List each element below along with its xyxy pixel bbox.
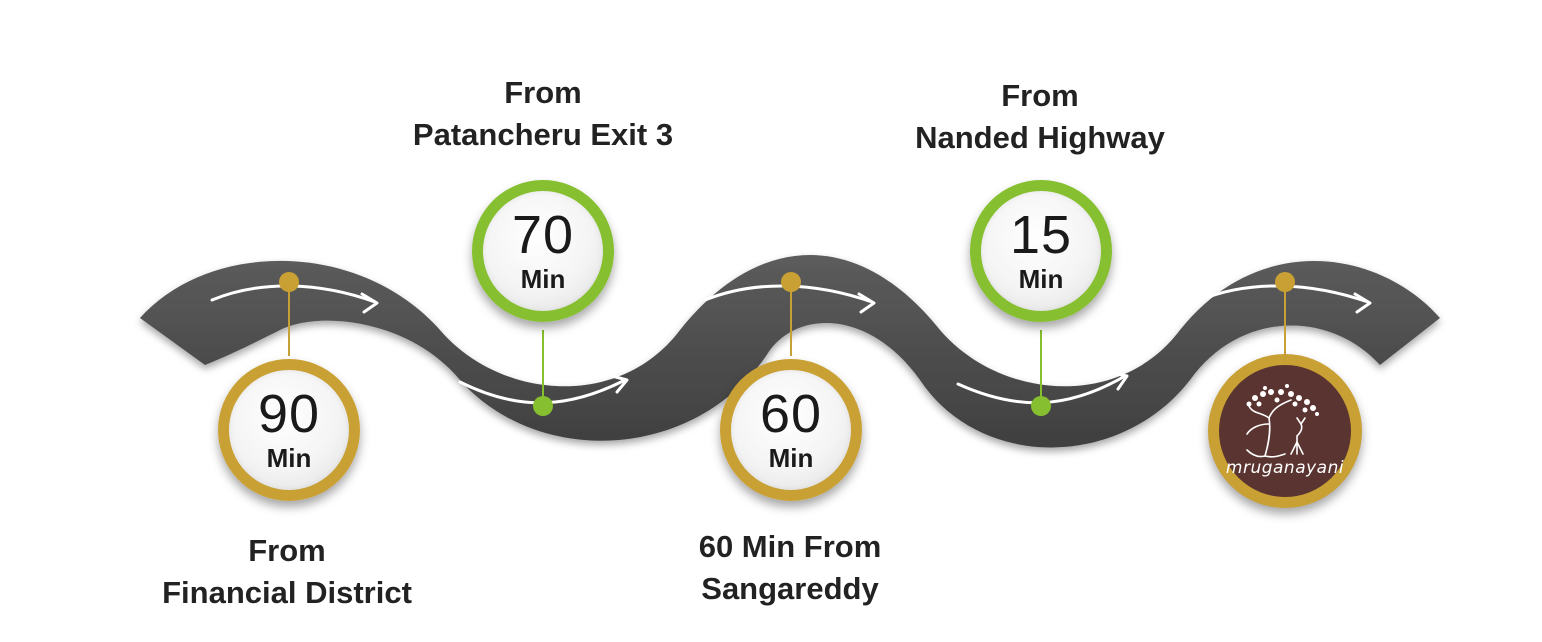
road <box>140 255 1440 448</box>
time-badge-nanded-highway: 15 Min <box>970 180 1112 322</box>
caption-line-2: Nanded Highway <box>915 120 1165 155</box>
gold-marker-dot <box>781 272 801 292</box>
caption-sangareddy: 60 Min From Sangareddy <box>699 526 882 610</box>
time-unit: Min <box>520 264 566 294</box>
gold-marker-dot <box>1275 272 1295 292</box>
green-marker-dot <box>1031 396 1051 416</box>
caption-line-1: From <box>248 533 326 568</box>
destination-logo-badge: mruganayani <box>1208 354 1362 508</box>
time-value: 70 <box>511 205 575 265</box>
caption-line-2: Sangareddy <box>701 571 879 606</box>
time-badge-patancheru: 70 Min <box>472 180 614 322</box>
caption-financial-district: From Financial District <box>162 530 412 614</box>
caption-line-2: Financial District <box>162 575 412 610</box>
caption-patancheru: From Patancheru Exit 3 <box>413 72 673 156</box>
time-unit: Min <box>266 443 312 473</box>
time-badge-financial-district: 90 Min <box>218 359 360 501</box>
caption-line-1: From <box>1001 78 1079 113</box>
logo-wordmark: mruganayani <box>1225 458 1345 478</box>
gold-marker-dot <box>279 272 299 292</box>
caption-line-2: Patancheru Exit 3 <box>412 117 674 152</box>
tree-deer-logo-icon <box>1246 384 1319 458</box>
time-value: 60 <box>759 384 823 444</box>
caption-line-1: 60 Min From <box>698 529 882 564</box>
caption-line-1: From <box>504 75 582 110</box>
caption-nanded-highway: From Nanded Highway <box>915 75 1165 159</box>
green-marker-dot <box>533 396 553 416</box>
time-value: 90 <box>257 384 321 444</box>
time-value: 15 <box>1009 205 1073 265</box>
time-unit: Min <box>768 443 814 473</box>
time-badge-sangareddy: 60 Min <box>720 359 862 501</box>
time-unit: Min <box>1018 264 1064 294</box>
